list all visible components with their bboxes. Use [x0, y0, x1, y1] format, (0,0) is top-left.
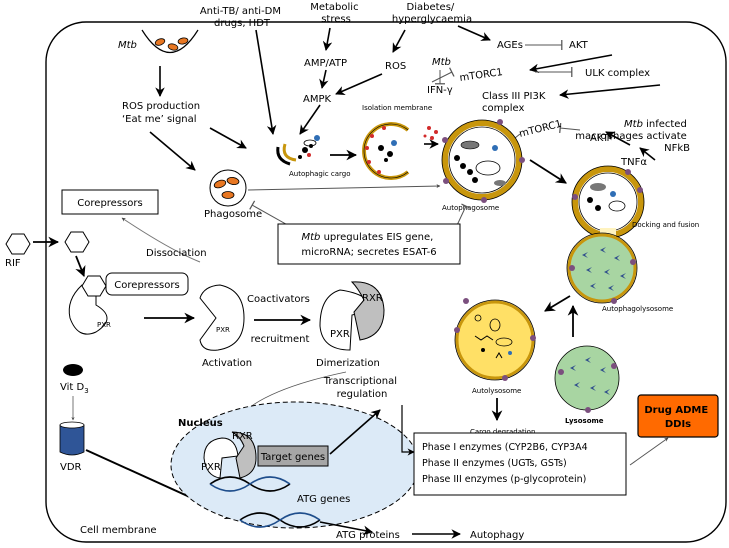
mtorc1-top-label: mTORC1: [459, 67, 504, 84]
class3-pi3k-label: Class III PI3K complex: [482, 91, 549, 114]
corepressors-pxr-label: Corepressors: [114, 280, 179, 291]
diabetes-label: Diabetes/ hyperglycaemia: [392, 2, 472, 25]
rif-hexagon-inside: [64, 231, 90, 253]
eis-text: Mtb upregulates EIS gene, microRNA; secr…: [301, 232, 436, 258]
mtorc1-mid-label: mTORC1: [518, 119, 563, 140]
nucleus-label: Nucleus: [178, 418, 223, 429]
phase-enzymes-box: [413, 432, 627, 496]
tnfa-label: TNFα: [620, 157, 647, 168]
autophagolysosome: [566, 232, 638, 304]
activation-label: Activation: [202, 358, 252, 369]
vit-d3-molecule: [63, 364, 83, 376]
eis-box: [277, 223, 461, 265]
cargo-degradation-label: Cargo degradation: [470, 428, 535, 436]
entry-vesicle: [141, 29, 199, 54]
mtb-bacteria-entry: [154, 37, 189, 51]
cell-membrane-outline: [45, 21, 727, 543]
dimerization-label: Dimerization: [316, 358, 380, 369]
mtb-entry-label: Mtb: [118, 40, 137, 51]
phase1-label: Phase I enzymes (CYP2B6, CYP3A4: [422, 442, 588, 453]
isolation-membrane-label: Isolation membrane: [362, 104, 432, 112]
pxr-dimer-label: PXR: [330, 329, 350, 340]
rif-label: RIF: [5, 258, 21, 269]
ros-label: ROS: [385, 61, 406, 72]
nucleus-pxr-label: PXR: [201, 462, 221, 473]
autophagic-cargo-label: Autophagic cargo: [289, 170, 351, 178]
autophagic-cargo: [298, 135, 320, 159]
autolysosome: [454, 298, 536, 381]
amp-atp-label: AMP/ATP: [304, 58, 347, 69]
ifn-gamma-label: IFN-γ: [427, 85, 453, 96]
rif-hexagon: [5, 233, 31, 255]
corepressors-top-label: Corepressors: [77, 198, 142, 209]
cell-membrane-label: Cell membrane: [80, 525, 157, 536]
phase2-label: Phase II enzymes (UGTs, GSTs): [422, 458, 567, 469]
metabolic-stress-label: Metabolic stress: [310, 2, 362, 25]
isolation-membrane: [362, 122, 410, 180]
lysosome-label: Lysosome: [565, 417, 604, 425]
autophagosome: [441, 119, 525, 203]
pxr-activation-label: PXR: [216, 326, 230, 334]
nucleus-rxr-label: RXR: [232, 431, 253, 442]
atg-genes-label: ATG genes: [297, 494, 350, 505]
atg-proteins-label: ATG proteins: [336, 530, 400, 541]
anti-tb-label: Anti-TB/ anti-DM drugs, HDT: [200, 6, 284, 29]
corepressors-box-pxr: [105, 272, 189, 296]
pxr-label: PXR: [97, 321, 111, 329]
mtb-infected-label: Mtb infected macrophages activate NFkB: [575, 119, 690, 154]
rxr-dimer-label: RXR: [362, 293, 383, 304]
rxr-dimer-shape: [350, 281, 385, 341]
target-genes-box: [257, 445, 329, 467]
autophagy-label: Autophagy: [470, 530, 524, 541]
ages-label: AGEs: [497, 40, 523, 51]
vdr-label: VDR: [60, 462, 82, 473]
drug-adme-box: [637, 394, 719, 438]
coactivators-label: Coactivators recruitment: [247, 294, 313, 345]
transcriptional-regulation-label: Transcriptional regulation: [323, 376, 400, 400]
docking-fusion-label: Docking and fusion: [632, 221, 699, 229]
pxr-activation-shape: [199, 284, 245, 351]
mtb-ifn-label: Mtb: [432, 57, 451, 68]
phagosome: [209, 169, 247, 207]
target-genes-label: Target genes: [260, 452, 325, 463]
lysosome: [554, 345, 620, 413]
autophagosome-label: Autophagosome: [442, 204, 499, 212]
vit-d3-label: Vit D3: [60, 382, 89, 395]
drug-adme-label: Drug ADME DDIs: [644, 405, 711, 430]
corepressors-box-top: [61, 189, 159, 215]
autolysosome-label: Autolysosome: [472, 387, 521, 395]
dissociation-label: Dissociation: [146, 248, 207, 259]
ampk-label: AMPK: [303, 94, 331, 105]
phagosome-label: Phagosome: [204, 209, 262, 220]
akt-top-label: AKT: [569, 40, 589, 51]
phase3-label: Phase III enzymes (p-glycoprotein): [422, 474, 586, 485]
pxr-shape: [68, 284, 108, 335]
phagophore-black: [276, 146, 291, 166]
ulk-complex-label: ULK complex: [585, 68, 650, 79]
akt-mid-label: AKT: [590, 133, 610, 144]
docking-autophagosome: [571, 165, 645, 239]
autophagolysosome-label: Autophagolysosome: [602, 305, 673, 313]
ros-production-label: ROS production ‘Eat me’ signal: [122, 101, 203, 125]
